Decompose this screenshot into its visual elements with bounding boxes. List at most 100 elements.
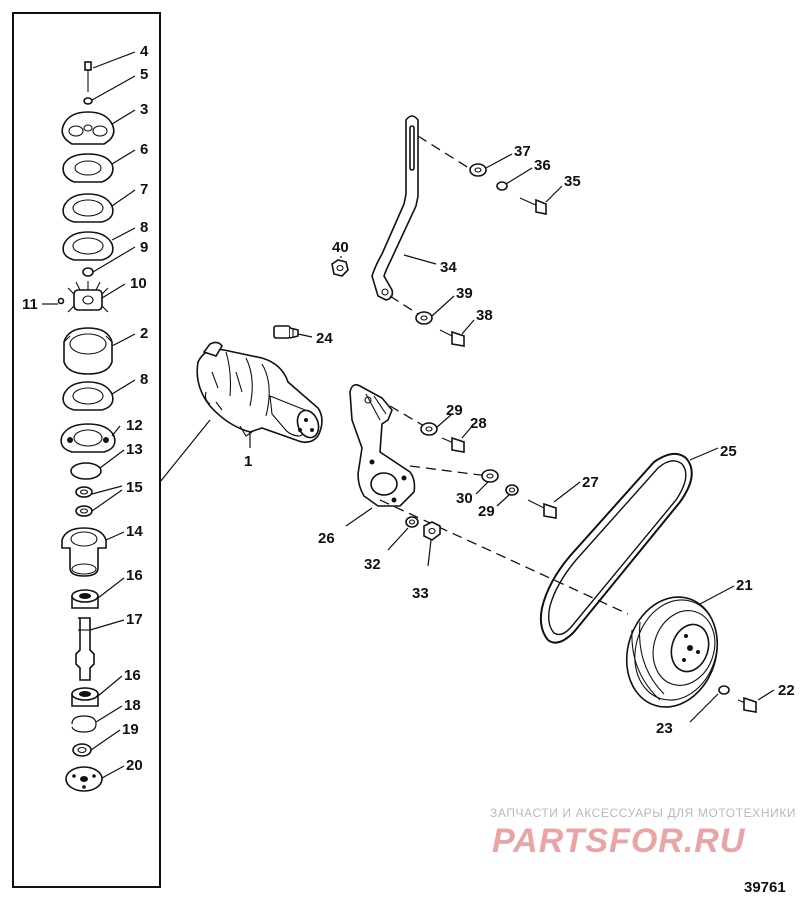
leader-37 [485,153,513,169]
callout-3: 3 [140,101,148,118]
callout-15: 15 [126,479,143,496]
callout-27: 27 [582,474,599,491]
drive-belt-part-25 [539,452,693,644]
bolt-part-22 [737,696,757,713]
callout-30: 30 [456,490,473,507]
oring-part-13 [70,462,102,480]
callout-29-upper: 29 [446,402,463,419]
leader-27 [553,481,581,503]
washer-part-29-lower [505,484,519,496]
dash-26-to-29 [389,405,425,427]
retaining-ring-part-18 [71,715,97,733]
leader-30 [475,481,489,495]
pump-parts-column [57,61,116,792]
leader-24 [297,333,313,338]
gasket-part-8-upper [62,231,114,261]
leader-25 [689,447,719,461]
bracket-strap-part-34 [371,115,419,301]
impeller-part-10 [67,281,109,313]
leader-33 [427,539,432,567]
flat-washer-part-37 [469,163,487,177]
leader-32 [387,527,409,551]
callout-14: 14 [126,523,143,540]
callout-11: 11 [22,296,38,313]
impeller-housing-part-2 [63,327,113,375]
leader-38 [461,319,475,335]
callout-34: 34 [440,259,457,276]
callout-22: 22 [778,682,795,699]
callout-40: 40 [332,239,349,256]
gasket-part-6 [62,153,114,183]
callout-6: 6 [140,141,148,158]
gasket-part-8-lower [62,381,114,411]
bolt-part-27 [527,499,557,519]
seal-parts-15 [75,486,93,517]
callout-2: 2 [140,325,148,342]
leader-22 [757,689,775,701]
leader-28 [461,423,475,439]
callout-13: 13 [126,441,143,458]
callout-36: 36 [534,157,551,174]
callout-39: 39 [456,285,473,302]
leader-36 [505,167,533,185]
bolt-part-28 [441,436,465,453]
callout-1: 1 [244,453,252,470]
pump-assembly-part-1 [196,341,323,444]
callout-33: 33 [412,585,429,602]
leader-21 [699,585,735,605]
leader-29-lower [496,494,510,507]
callout-21: 21 [736,577,753,594]
callout-labels: 4 5 3 6 7 8 9 10 11 2 8 12 13 15 14 16 1… [22,43,795,774]
bearing-part-16-upper [71,589,99,609]
bolt-part-35 [519,197,547,215]
watermark-logo: PARTSFOR.RU [492,822,746,860]
callout-23: 23 [656,720,673,737]
washer-part-29-upper [420,422,438,436]
leader-26 [345,507,373,527]
lockwasher-part-36 [496,181,508,191]
washer-part-19 [72,743,92,757]
washer-part-39 [415,311,433,325]
dash-26-to-30 [409,465,489,477]
callout-9: 9 [140,239,148,256]
pin-part-9 [82,267,94,277]
pulley-part-21 [625,596,719,708]
washer-part-23 [718,685,730,695]
wear-plate-part-12 [60,423,116,453]
callout-24: 24 [316,330,333,347]
plate-part-7 [62,193,114,223]
callout-12: 12 [126,417,143,434]
callout-18: 18 [124,697,141,714]
bolt-part-38 [439,329,465,347]
washer-part-5 [83,97,93,105]
callout-38: 38 [476,307,493,324]
dash-34-to-39 [389,295,419,315]
callout-17: 17 [126,611,143,628]
fitting-part-24 [273,325,299,339]
nut-part-33 [423,521,441,541]
leader-39 [431,295,455,317]
callout-28: 28 [470,415,487,432]
key-part-11 [57,297,65,305]
callout-26: 26 [318,530,335,547]
pump-body-part-14 [61,527,107,577]
callout-10: 10 [130,275,147,292]
callout-20: 20 [126,757,143,774]
leader-29-upper [435,413,453,429]
diagram-number: 39761 [744,879,786,896]
cover-plate-part-3 [61,111,115,145]
callout-35: 35 [564,173,581,190]
watermark-tagline: ЗАПЧАСТИ И АКСЕССУАРЫ ДЛЯ МОТОТЕХНИКИ [490,806,796,820]
callout-32: 32 [364,556,381,573]
leader-23 [689,693,719,723]
callout-25: 25 [720,443,737,460]
callout-7: 7 [140,181,148,198]
leader-34 [403,254,437,265]
callout-8-lower: 8 [140,371,148,388]
hub-part-20 [65,766,103,792]
shaft-part-17 [75,617,95,681]
mounting-bracket-part-26 [349,384,416,507]
left-leaders [42,51,136,779]
